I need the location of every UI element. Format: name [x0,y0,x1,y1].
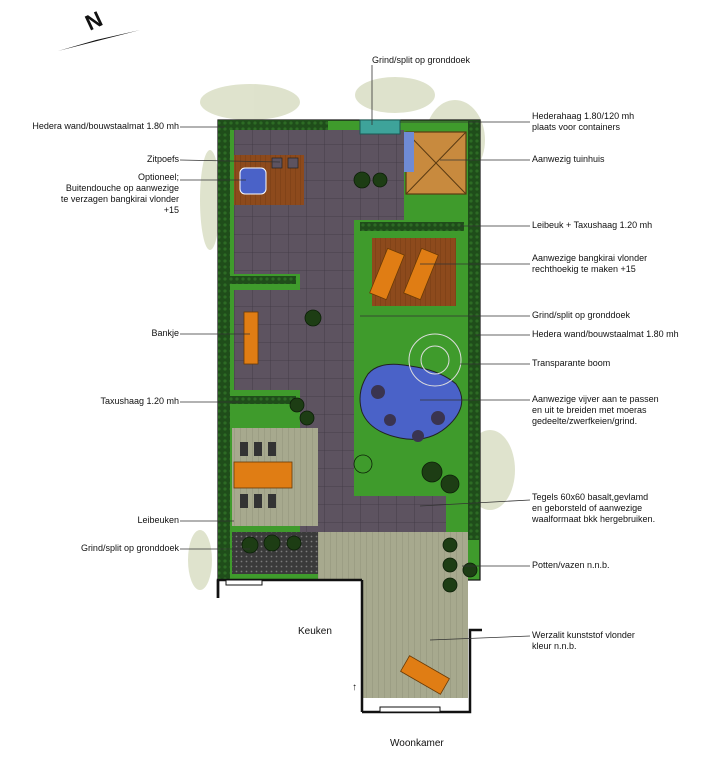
sit-poufs [271,157,299,169]
leibeuk-taxus-hedge [360,222,464,231]
label-hederahaag: Hederahaag 1.80/120 mh plaats voor conta… [532,111,635,132]
label-leibeuken: Leibeuken [137,515,179,525]
room-woonkamer: Woonkamer [390,738,444,749]
entry-arrow-icon: ↑ [352,682,357,693]
sun-lounger [369,247,439,301]
label-werzalit: Werzalit kunststof vlonder kleur n.n.b. [532,630,635,651]
label-optioneel: Optioneel; Buitendouche op aanwezige te … [60,172,179,215]
werzalit-deck [318,532,468,698]
label-bankje: Bankje [151,328,179,338]
label-potten: Potten/vazen n.n.b. [532,560,610,570]
dining-table [233,461,293,489]
label-hedera-right: Hedera wand/bouwstaalmat 1.80 mh [532,329,679,339]
hedera-wall-top [218,120,328,130]
taxus-hedge-left [222,396,296,404]
label-grind-left: Grind/split op gronddoek [80,543,179,553]
label-taxushaag-left: Taxushaag 1.20 mh [100,396,179,406]
label-leibeuk-taxus: Leibeuk + Taxushaag 1.20 mh [532,220,653,230]
label-grind-top: Grind/split op gronddoek [372,55,471,65]
room-keuken: Keuken [298,626,332,637]
leader-lines [179,65,531,641]
window-frames [225,579,441,713]
garden-shed-icon [404,131,467,195]
chairs [240,442,276,508]
label-tegels: Tegels 60x60 basalt,gevlamd en geborstel… [532,492,656,524]
svg-text:N: N [81,6,106,35]
hedge-bar-left-top [222,276,296,284]
hedera-wall-right [468,120,480,540]
hedera-wall-left [218,120,230,580]
container-spot [359,119,401,135]
north-arrow-icon: N [58,6,140,51]
tile-paving [234,130,446,532]
label-grind-right: Grind/split op gronddoek [532,310,631,320]
pond [359,363,463,442]
bench [243,311,259,365]
label-vlonder: Aanwezige bangkirai vlonder rechthoekig … [532,253,648,274]
label-zitpoefs: Zitpoefs [146,154,179,164]
label-boom: Transparante boom [532,358,611,368]
label-tuinhuis: Aanwezig tuinhuis [532,154,605,164]
label-hedera-left: Hedera wand/bouwstaalmat 1.80 mh [32,121,179,131]
outdoor-shower [239,167,267,195]
transparent-tree-icon [408,333,462,387]
label-vijver: Aanwezige vijver aan te passen en uit te… [532,394,659,426]
